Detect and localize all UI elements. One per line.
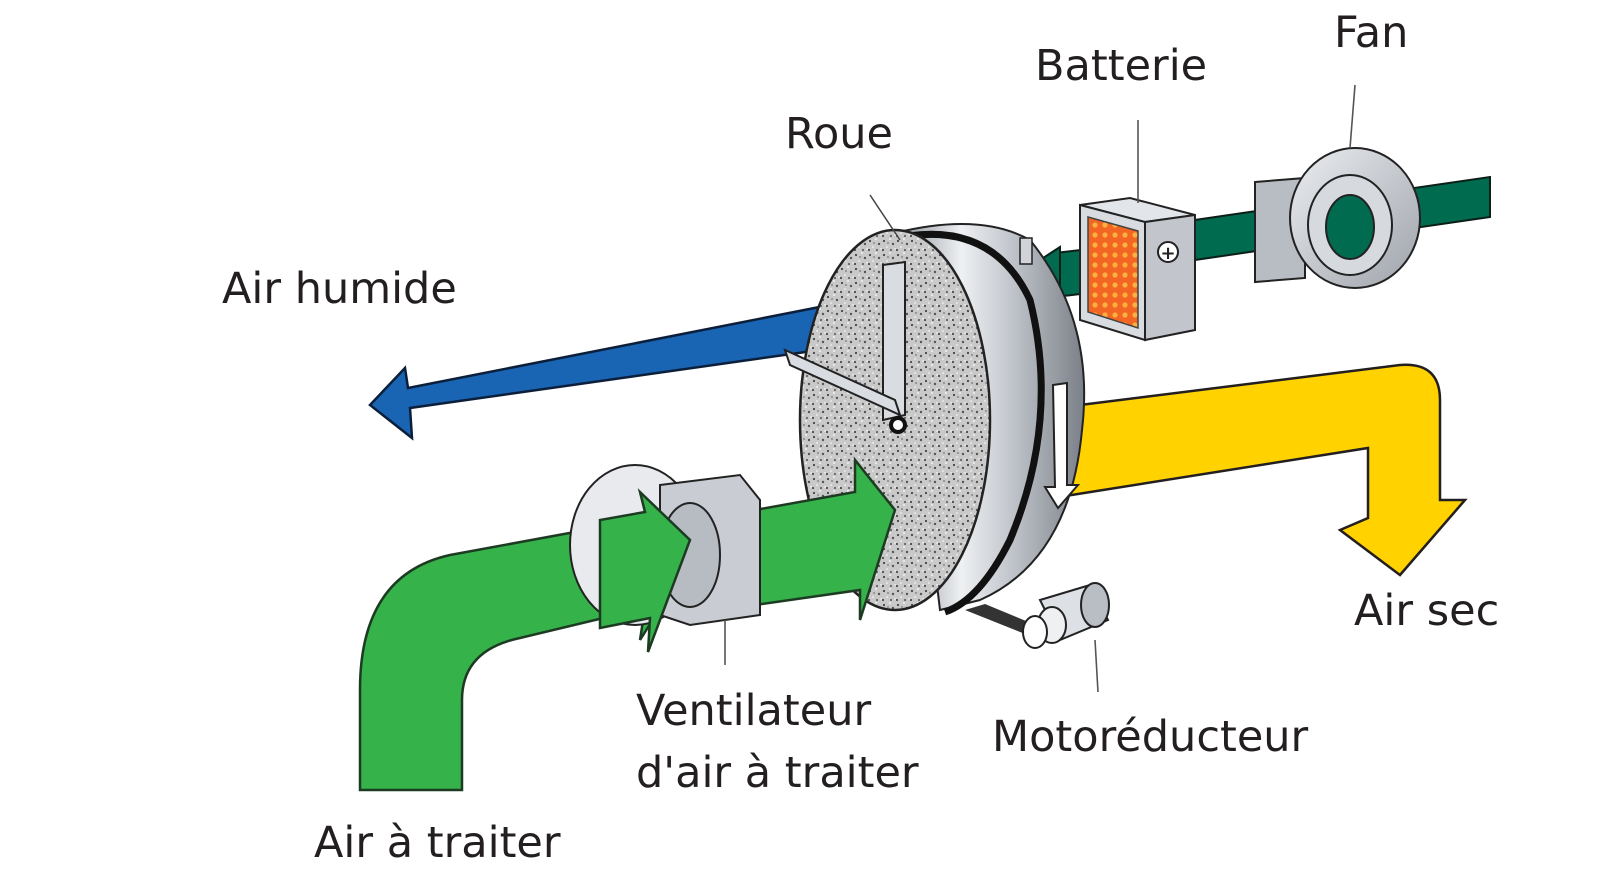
label-air-humide: Air humide	[222, 264, 457, 314]
label-roue: Roue	[785, 109, 893, 159]
heater-plus-symbol: +	[1160, 243, 1175, 264]
label-ventilateur-line1: Ventilateur	[636, 686, 872, 736]
label-batterie: Batterie	[1035, 41, 1208, 91]
desiccant-wheel	[783, 194, 1086, 616]
label-motoreducteur: Motoréducteur	[992, 712, 1309, 762]
regeneration-fan	[1254, 147, 1421, 289]
process-air-fan	[569, 464, 761, 653]
label-air-a-traiter: Air à traiter	[314, 818, 561, 868]
label-fan: Fan	[1334, 8, 1409, 58]
label-ventilateur-line2: d'air à traiter	[636, 748, 919, 798]
dry-air-arrow	[1038, 363, 1468, 577]
heater-battery: +	[1079, 196, 1196, 342]
gear-motor	[965, 582, 1110, 649]
leader-lines	[724, 84, 1356, 693]
wet-air-arrow	[368, 298, 857, 441]
label-air-sec: Air sec	[1354, 586, 1500, 636]
